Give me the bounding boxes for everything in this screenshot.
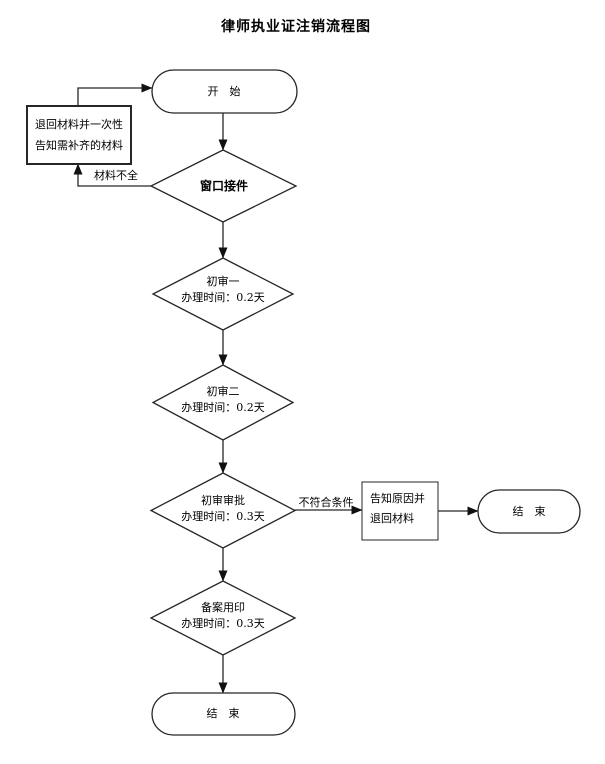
edge-window-to-return-box: [73, 163, 151, 187]
end-bottom-terminator-shape: [151, 692, 296, 736]
end-bottom-label: 结 束: [206, 707, 240, 720]
filing-seal-diamond-shape: [149, 580, 297, 656]
end-right-label: 结 束: [512, 505, 546, 518]
window-intake-label: 窗口接件: [199, 179, 249, 193]
return-materials-box-shape: [26, 105, 132, 165]
window-intake-diamond-shape: [149, 149, 298, 223]
first-review-2-label: 初审二 办理时间：0.2天: [181, 385, 265, 414]
return-materials-box-label: 退回材料并一次性 告知需补齐的材料: [35, 118, 123, 152]
edge-return-box-to-start: [77, 83, 153, 106]
page-title: 律师执业证注销流程图: [221, 19, 371, 35]
first-review-2-diamond-shape: [151, 364, 295, 441]
first-review-1-label: 初审一 办理时间：0.2天: [181, 275, 265, 304]
first-review-1-diamond-shape: [151, 257, 295, 331]
end-right-terminator-shape: [477, 489, 581, 534]
filing-seal-label: 备案用印 办理时间：0.3天: [181, 601, 265, 630]
review-approval-diamond-shape: [149, 472, 297, 549]
notify-return-box-shape: [361, 481, 439, 541]
start-node-label: 开 始: [207, 85, 241, 98]
start-terminator-shape: [151, 69, 298, 114]
edge-label-not-qualified: 不符合条件: [298, 496, 354, 509]
review-approval-label: 初审审批 办理时间：0.3天: [181, 494, 265, 523]
notify-return-box-label: 告知原因并 退回材料: [370, 492, 425, 525]
edge-label-incomplete-materials: 材料不全: [94, 169, 138, 182]
